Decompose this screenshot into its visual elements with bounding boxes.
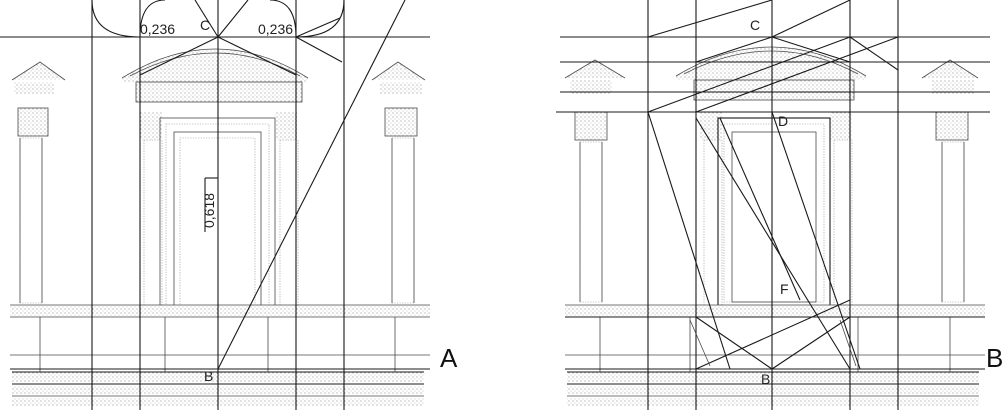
panel-a-right-column (371, 61, 426, 304)
panel-b: C D F B B (556, 0, 1003, 410)
panel-b-left-column (564, 59, 626, 303)
panel-b-point-b: B (761, 371, 770, 387)
panel-b-base (565, 304, 985, 406)
panel-b-letter: B (986, 343, 1003, 373)
panel-a: 0,236 0,236 C 0,618 B A (0, 0, 458, 410)
panel-a-base (10, 304, 430, 406)
panel-b-point-f: F (780, 281, 789, 297)
panel-b-point-c: C (750, 17, 760, 33)
panel-a-left-column (11, 61, 66, 304)
panel-a-measure-right: 0,236 (258, 21, 293, 37)
panel-a-portal (121, 48, 309, 314)
panel-a-construction-lines (0, 0, 430, 410)
panel-b-portal (675, 46, 867, 311)
panel-a-point-b: B (204, 368, 213, 384)
panel-a-point-c: C (200, 17, 210, 33)
panel-a-measure-vertical: 0,618 (201, 193, 217, 228)
panel-a-measure-left: 0,236 (140, 21, 175, 37)
panel-b-right-column (921, 59, 979, 303)
panel-a-letter: A (440, 343, 458, 373)
panel-b-point-d: D (778, 113, 788, 129)
panel-b-construction-lines (556, 0, 990, 410)
